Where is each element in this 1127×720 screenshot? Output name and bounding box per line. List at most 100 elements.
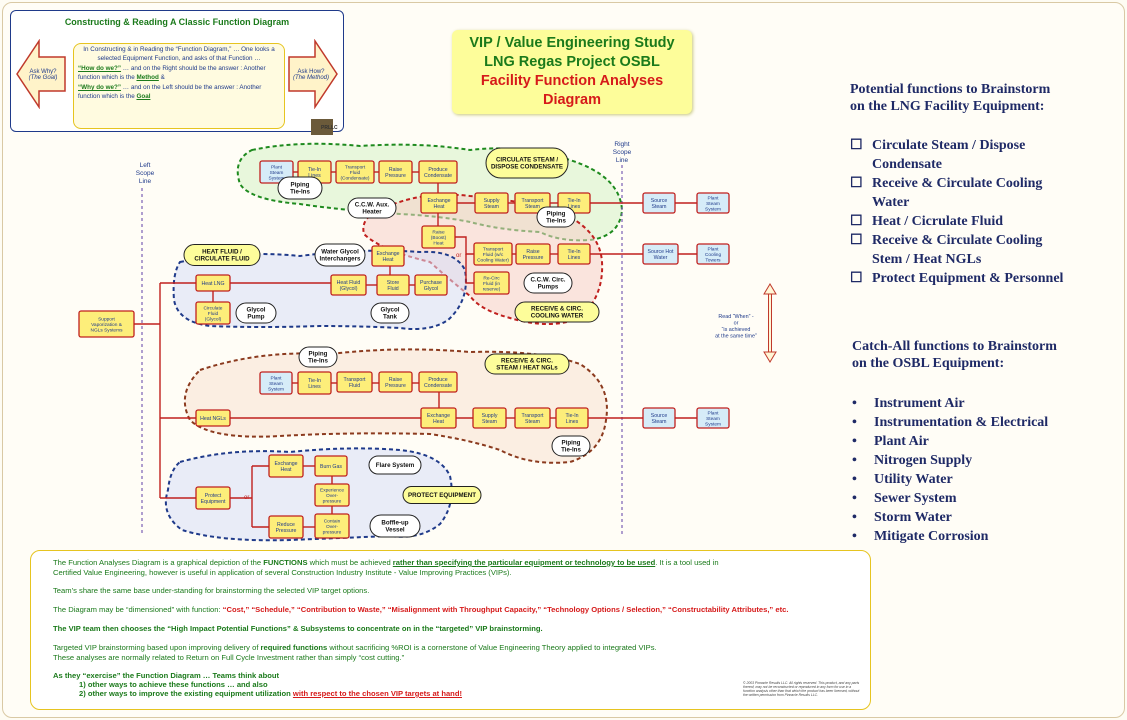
explanation-line: Targeted VIP brainstorming based upon im… <box>53 643 657 652</box>
function-box-label: Raise(Boost)Heat <box>431 229 447 246</box>
component-label-text: PROTECT EQUIPMENT <box>408 492 476 499</box>
explanation-line: The Diagram may be “dimensioned” with fu… <box>53 605 789 614</box>
function-box-label: Heat Fluid(Glycol) <box>337 280 361 292</box>
connector-line <box>455 236 474 255</box>
explanation-line: Certified Value Engineering, however is … <box>53 568 512 577</box>
explanation-line: These analyses are normally related to R… <box>53 653 405 662</box>
component-label-text: C.C.W. Circ.Pumps <box>530 277 565 291</box>
left-arrow-icon <box>16 39 66 109</box>
potential-functions-list: ☐Circulate Steam / Dispose Condensate ☐R… <box>850 138 1064 286</box>
explanation-panel: The Function Analyses Diagram is a graph… <box>30 550 871 710</box>
function-box-label: Heat LNG <box>201 281 224 287</box>
catchall-functions-list: •Instrument Air •Instrumentation & Elect… <box>852 396 1049 544</box>
explanation-line: Team’s share the same base under-standin… <box>53 586 370 595</box>
connector-line <box>465 254 474 284</box>
component-label-L4: C.C.W. Aux.Heater <box>347 197 397 219</box>
left-arrow-label: Ask Why?(The Goal) <box>28 69 58 81</box>
component-label-text: C.C.W. Aux.Heater <box>355 202 390 216</box>
copyright-note: © 2003 Pinnacle Results LLC. All rights … <box>743 681 860 697</box>
explanation-line: As they “exercise” the Function Diagram … <box>53 671 280 680</box>
component-label-L14: Flare System <box>368 455 422 475</box>
right-arrow-label: Ask How?(The Method) <box>292 69 329 81</box>
component-label-text: HEAT FLUID /CIRCULATE FLUID <box>194 249 250 263</box>
main-title: VIP / Value Engineering Study LNG Regas … <box>452 30 692 114</box>
function-box-p3: Burn Gas <box>314 455 348 477</box>
component-label-text: RECEIVE & CIRC.STEAM / HEAT NGLs <box>496 358 558 372</box>
function-box-h1: Heat LNG <box>195 274 231 292</box>
or-label: or <box>244 495 249 501</box>
function-box-h3: Heat Fluid(Glycol) <box>330 274 367 296</box>
component-label-L5: HEAT FLUID /CIRCULATE FLUID <box>183 244 261 266</box>
title-line1: VIP / Value Engineering Study <box>469 35 675 51</box>
title-line3: Facility Function Analyses <box>480 73 664 89</box>
explanation-line: 1) other ways to achieve these functions… <box>79 680 268 689</box>
component-label-L10: RECEIVE & CIRC.COOLING WATER <box>514 301 600 323</box>
title-line4: Diagram <box>542 92 602 108</box>
component-label-text: CIRCULATE STEAM /DISPOSE CONDENSATE <box>491 157 563 171</box>
explanation-line: 2) other ways to improve the existing eq… <box>79 689 462 698</box>
